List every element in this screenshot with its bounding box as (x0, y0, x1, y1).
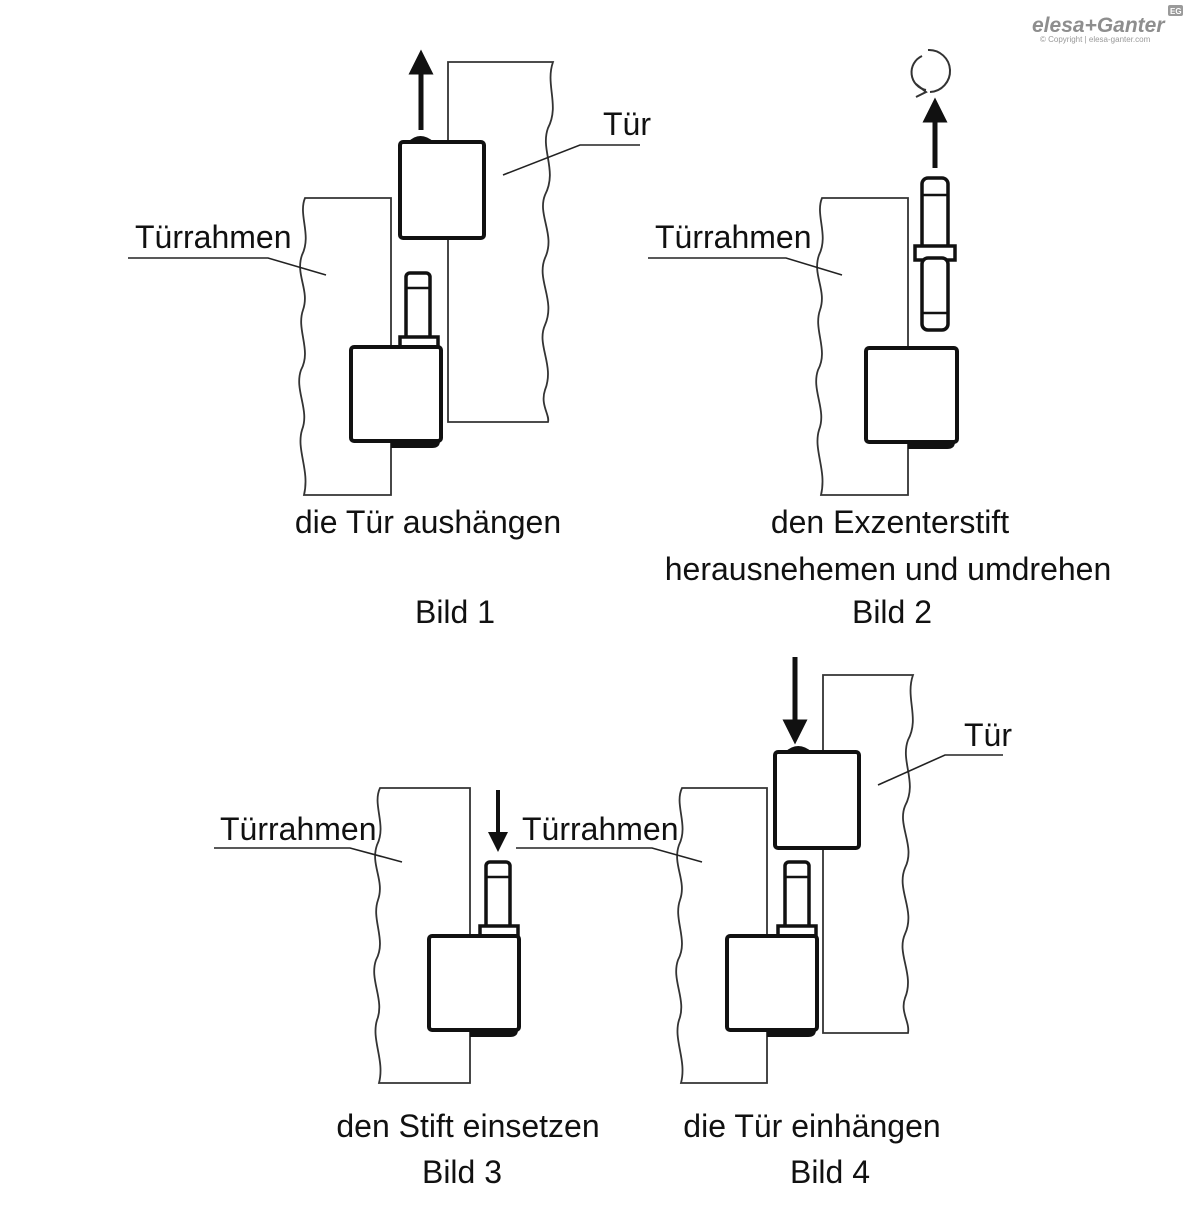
door-outline (822, 674, 915, 1034)
brand-logo: elesa+Ganter EG © Copyright | elesa-gant… (1032, 5, 1183, 44)
frame-leader (214, 847, 403, 863)
brand-badge: EG (1170, 7, 1182, 16)
frame-label: Türrahmen (522, 811, 679, 847)
frame-outline (815, 197, 909, 496)
frame-leader (648, 257, 843, 276)
frame-hinge-block (864, 346, 959, 444)
rotate-icon (910, 48, 951, 98)
frame-label: Türrahmen (655, 219, 812, 255)
door-leader (877, 754, 1003, 786)
caption: Bild 4 (790, 1154, 870, 1190)
door-hinge-block (398, 140, 486, 240)
figure-bild-2: Türrahmen den Exzenterstift herausneheme… (648, 48, 1112, 630)
door-outline (447, 61, 555, 423)
caption: Bild 2 (852, 594, 932, 630)
brand-badge-box (1168, 5, 1183, 16)
brand-copyright: © Copyright | elesa-ganter.com (1040, 35, 1151, 44)
description-line-2: herausnehemen und umdrehen (665, 551, 1112, 587)
frame-hinge-block (427, 934, 521, 1032)
door-label: Tür (964, 717, 1012, 753)
frame-label: Türrahmen (220, 811, 377, 847)
door-hinge-block (773, 750, 861, 850)
figure-bild-1: Türrahmen Tür die Tür aushängen Bild 1 (128, 49, 651, 630)
caption: Bild 1 (415, 594, 495, 630)
frame-outline (675, 787, 768, 1084)
figure-bild-4: Türrahmen Tür die Tür einhängen Bild 4 (516, 657, 1012, 1190)
frame-leader (128, 257, 327, 276)
frame-hinge-block (349, 345, 443, 443)
description: die Tür einhängen (683, 1108, 940, 1144)
description: den Stift einsetzen (336, 1108, 599, 1144)
frame-label: Türrahmen (135, 219, 292, 255)
hinge-pin (484, 860, 512, 932)
door-leader (502, 144, 640, 176)
description-line-1: den Exzenterstift (771, 504, 1009, 540)
frame-outline (373, 787, 471, 1084)
figure-bild-3: Türrahmen den Stift einsetzen Bild 3 (214, 787, 600, 1190)
frame-leader (516, 847, 703, 863)
frame-outline (298, 197, 392, 496)
brand-name: elesa+Ganter (1032, 14, 1166, 37)
hinge-pin (783, 860, 811, 932)
description: die Tür aushängen (295, 504, 561, 540)
frame-hinge-block (725, 934, 819, 1032)
door-label: Tür (603, 106, 651, 142)
caption: Bild 3 (422, 1154, 502, 1190)
eccentric-pin (913, 176, 957, 332)
hinge-pin (404, 271, 432, 343)
